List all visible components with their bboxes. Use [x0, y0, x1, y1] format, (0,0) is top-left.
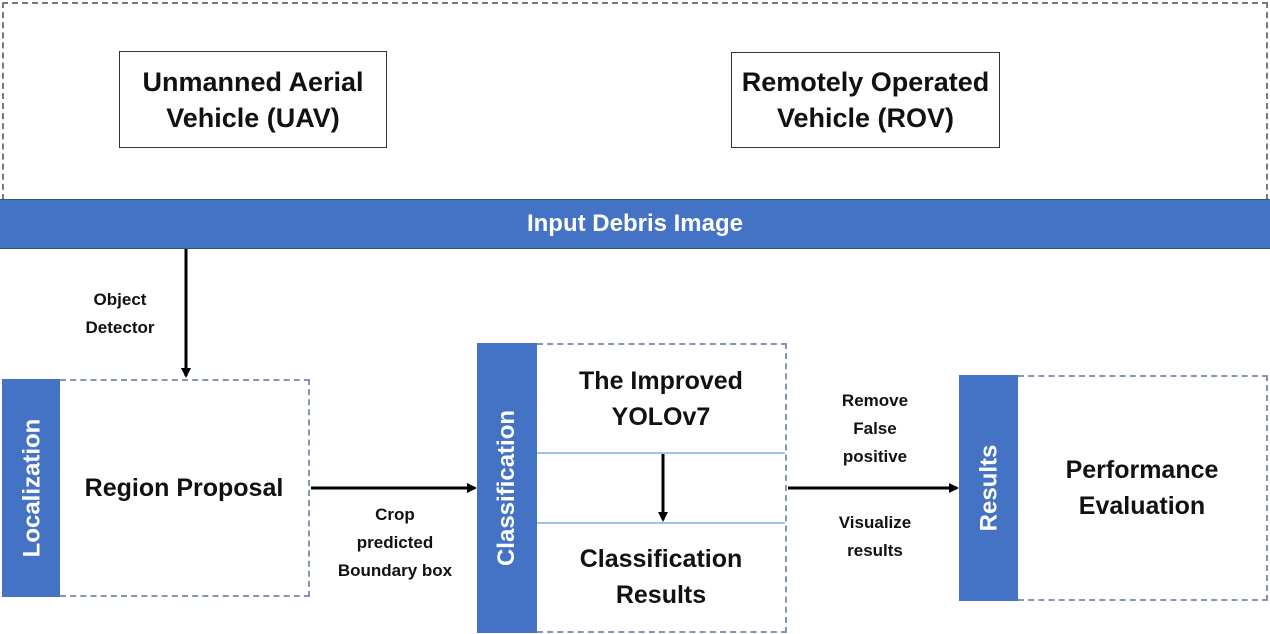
remove-line1: Remove [841, 391, 909, 410]
region-proposal-label: Region Proposal [84, 474, 284, 502]
rov-box: Remotely Operated Vehicle (ROV) [731, 52, 1000, 148]
object-detector-label: Object Detector [70, 286, 170, 342]
results-side-bar: Results [959, 375, 1020, 601]
object-detector-line2: Detector [85, 318, 155, 337]
crop-line2: predicted [356, 533, 434, 552]
uav-box: Unmanned Aerial Vehicle (UAV) [119, 51, 387, 148]
rov-label-line1: Remotely Operated [741, 67, 990, 97]
visualize-results-label: Visualize results [800, 509, 950, 565]
performance-line2: Evaluation [1078, 492, 1206, 520]
visualize-line1: Visualize [838, 513, 912, 532]
object-detector-line1: Object [93, 290, 147, 309]
divider-top [537, 452, 785, 454]
divider-bottom [537, 522, 785, 524]
performance-line1: Performance [1065, 456, 1219, 484]
uav-label-line1: Unmanned Aerial [142, 66, 364, 97]
remove-line3: positive [842, 447, 908, 466]
classification-results-line2: Results [615, 580, 707, 609]
improved-yolov7-cell: The Improved YOLOv7 [537, 345, 785, 452]
classification-results-line1: Classification [579, 544, 743, 573]
uav-label-line2: Vehicle (UAV) [166, 102, 340, 133]
classification-results-cell: Classification Results [537, 524, 785, 629]
localization-side-bar: Localization [2, 379, 62, 597]
classification-side-bar: Classification [477, 343, 538, 633]
rov-label-line2: Vehicle (ROV) [776, 103, 955, 133]
remove-false-positive-label: Remove False positive [800, 387, 950, 471]
crop-line1: Crop [375, 505, 415, 524]
input-debris-image-bar: Input Debris Image [0, 199, 1270, 249]
input-debris-image-label: Input Debris Image [526, 210, 744, 237]
input-sources-frame [2, 2, 1268, 200]
visualize-line2: results [847, 541, 903, 560]
remove-line2: False [853, 419, 897, 438]
yolov7-line1: The Improved [579, 366, 743, 395]
yolov7-line2: YOLOv7 [611, 402, 711, 431]
region-proposal-panel: Region Proposal [60, 379, 310, 597]
crop-line3: Boundary box [337, 561, 453, 580]
performance-evaluation-panel: Performance Evaluation [1018, 375, 1268, 601]
crop-label: Crop predicted Boundary box [320, 501, 470, 585]
